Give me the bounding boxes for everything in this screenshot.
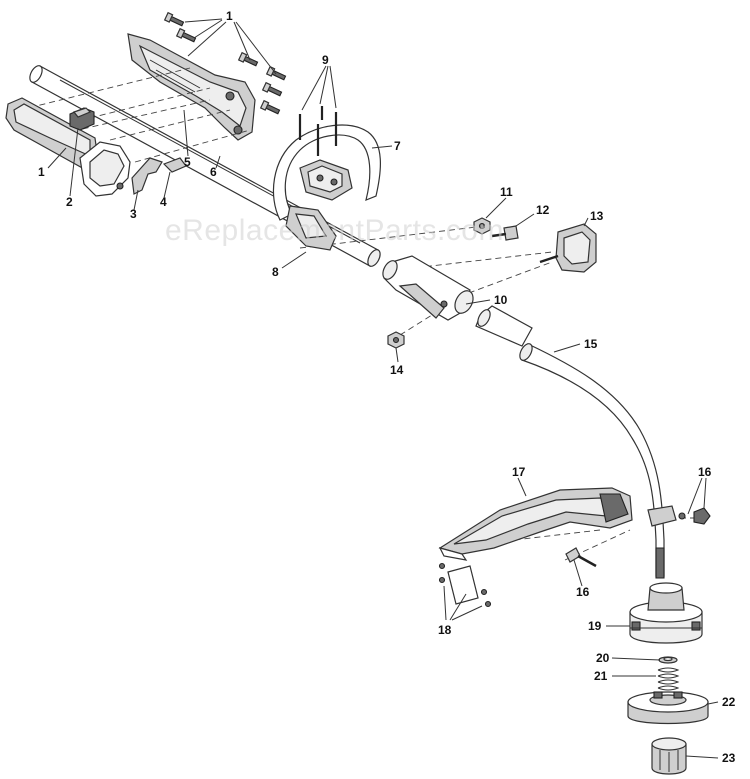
- callout-6: 6: [210, 165, 217, 179]
- callout-15: 15: [584, 337, 598, 351]
- part-18-blade: [438, 562, 492, 621]
- callout-leaders: [47, 109, 719, 759]
- part-10-sleeve: [475, 305, 533, 347]
- callout-22: 22: [722, 695, 736, 709]
- part-15-curved-shaft: [519, 343, 665, 579]
- part-11-nut: [473, 217, 491, 235]
- part-20-washer: [658, 656, 678, 664]
- callout-labels: 1 1 2 3 4 5 6 7 8 9 10 11 12 13 14 15 16…: [38, 9, 736, 765]
- part-16-clamp: [647, 505, 711, 527]
- callout-16-bottom: 16: [576, 585, 590, 599]
- callout-7: 7: [394, 139, 401, 153]
- part-19-spool-housing: [629, 582, 703, 644]
- part-4-clip: [162, 157, 187, 173]
- part-1-handle-housing-upper: [127, 33, 256, 141]
- callout-16-right: 16: [698, 465, 712, 479]
- part-16-screw: [565, 547, 597, 568]
- callout-12: 12: [536, 203, 550, 217]
- callout-11: 11: [500, 185, 513, 199]
- callout-17: 17: [512, 465, 526, 479]
- callout-1-top-leaders: [184, 18, 277, 75]
- callout-3: 3: [130, 207, 137, 221]
- part-9-bolts: [298, 65, 338, 156]
- callout-20: 20: [596, 651, 610, 665]
- part-21-spring: [657, 667, 680, 691]
- part-14-nut: [387, 331, 405, 349]
- part-3-trigger-cover: [79, 141, 131, 197]
- callout-10: 10: [494, 293, 508, 307]
- callout-19: 19: [588, 619, 602, 633]
- callout-9: 9: [322, 53, 329, 67]
- part-3-trigger: [131, 157, 163, 195]
- part-17-guard: [438, 487, 633, 561]
- callout-5: 5: [184, 155, 191, 169]
- part-23-bump-knob: [651, 737, 687, 775]
- part-13-knob: [539, 223, 597, 273]
- callout-4: 4: [160, 195, 167, 209]
- part-22-spool: [627, 691, 709, 725]
- watermark: eReplacementParts.com: [165, 214, 504, 247]
- part-10-coupler: [382, 255, 474, 321]
- callout-1-top: 1: [226, 9, 233, 23]
- callout-1-left: 1: [38, 165, 45, 179]
- part-8-handle-clamp: [285, 205, 337, 251]
- callout-13: 13: [590, 209, 604, 223]
- callout-21: 21: [594, 669, 608, 683]
- callout-2: 2: [66, 195, 73, 209]
- callout-14: 14: [390, 363, 404, 377]
- part-7-loop-handle: [272, 124, 382, 221]
- part-12-bolt: [491, 225, 519, 241]
- callout-23: 23: [722, 751, 736, 765]
- part-2-switch: [69, 107, 95, 131]
- callout-8: 8: [272, 265, 279, 279]
- callout-18: 18: [438, 623, 452, 637]
